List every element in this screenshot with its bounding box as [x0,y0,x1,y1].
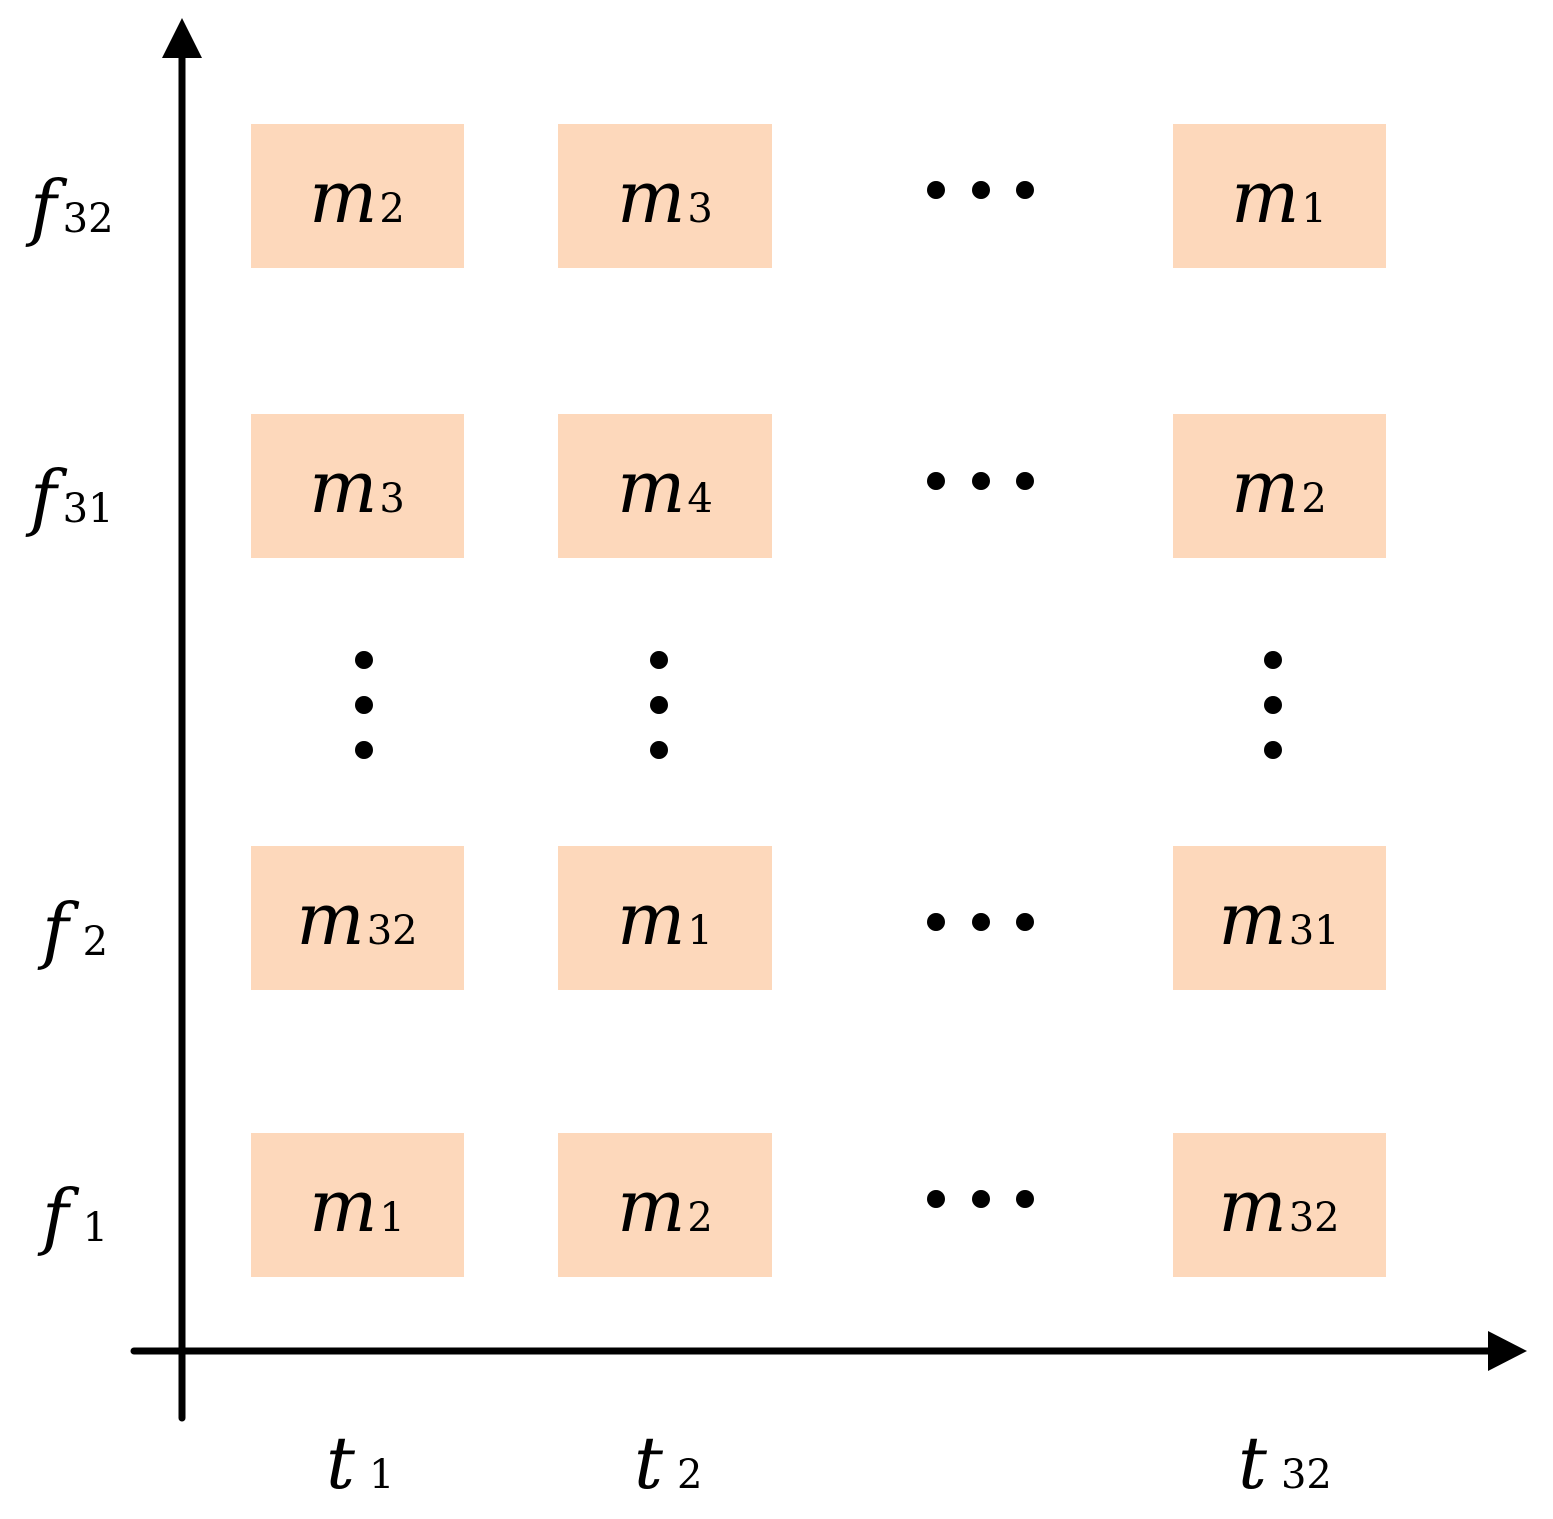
cell-f1-t1: m1 [251,1133,464,1277]
svg-text:m32: m32 [296,877,417,961]
svg-text:m1: m1 [309,1164,405,1248]
svg-text:m2: m2 [1231,445,1327,529]
svg-text:m2: m2 [617,1164,713,1248]
cell-f32-t1: m2 [251,124,464,268]
horizontal-ellipsis-row-f32 [927,181,1034,199]
cell-f1-t2: m2 [558,1133,772,1277]
svg-text:m1: m1 [617,877,713,961]
cell-f2-t32: m31 [1173,846,1386,990]
cell-f32-t2: m3 [558,124,772,268]
y-axis-arrow [162,18,202,58]
cell-f2-t1: m32 [251,846,464,990]
svg-text:m3: m3 [309,445,405,529]
svg-text:m31: m31 [1218,877,1339,961]
svg-text:m1: m1 [1231,155,1327,239]
cell-f32-t32: m1 [1173,124,1386,268]
cell-f2-t2: m1 [558,846,772,990]
vertical-ellipsis-col-t1 [355,651,373,759]
vertical-ellipsis-col-t32 [1264,651,1282,759]
cell-f31-t32: m2 [1173,414,1386,558]
svg-text:m4: m4 [617,445,713,529]
svg-text:m32: m32 [1218,1164,1339,1248]
svg-text:m2: m2 [309,155,405,239]
cell-f1-t32: m32 [1173,1133,1386,1277]
horizontal-ellipsis-row-f2 [927,913,1034,931]
horizontal-ellipsis-row-f1 [927,1190,1034,1208]
vertical-ellipsis-col-t2 [650,651,668,759]
cell-f31-t2: m4 [558,414,772,558]
cell-f31-t1: m3 [251,414,464,558]
horizontal-ellipsis-row-f31 [927,472,1034,490]
svg-text:m3: m3 [617,155,713,239]
x-axis-arrow [1488,1331,1527,1371]
